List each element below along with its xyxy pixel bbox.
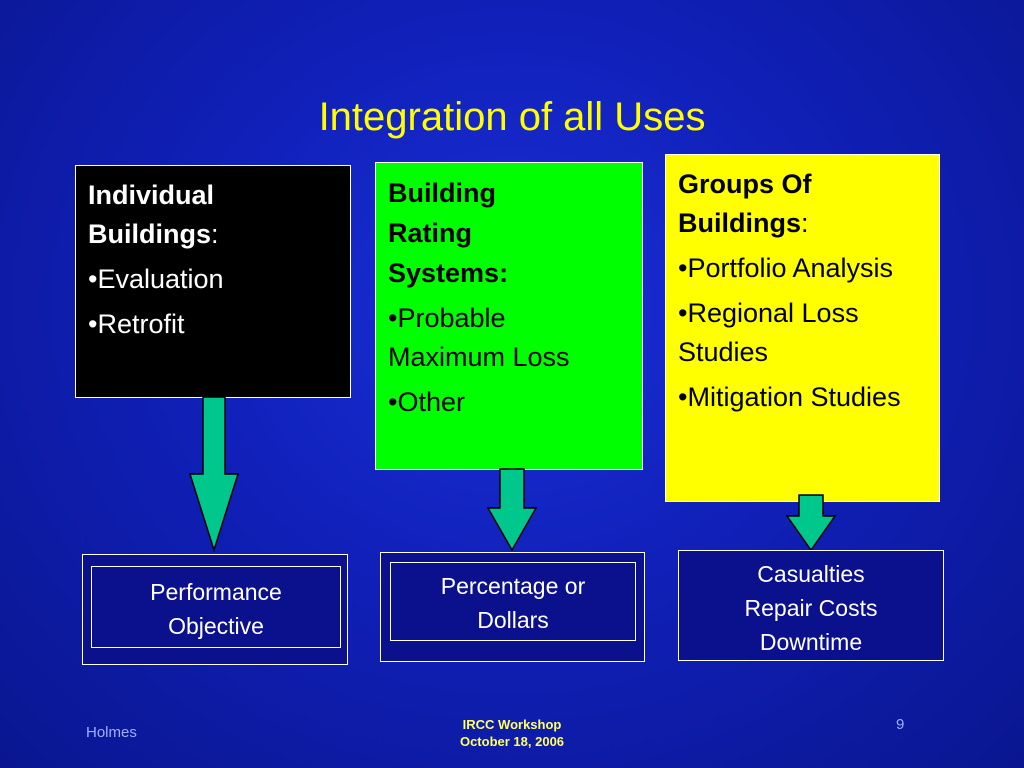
output-inner-box: Percentage or Dollars — [390, 562, 636, 641]
box3-heading-line2: Buildings — [678, 208, 801, 238]
box1-heading: Individual Buildings: — [88, 176, 338, 254]
footer-event: IRCC Workshop October 18, 2006 — [412, 716, 612, 750]
box1-heading-suffix: : — [211, 219, 219, 249]
output-text-performance: Performance Objective — [150, 579, 282, 639]
footer-event-date: October 18, 2006 — [459, 734, 565, 749]
building-rating-systems-box: Building Rating Systems: •Probable Maxim… — [375, 162, 643, 470]
box1-heading-line1: Individual — [88, 180, 215, 210]
slide-title: Integration of all Uses — [318, 95, 706, 139]
output-box-performance: Performance Objective — [82, 554, 348, 665]
arrow-down-icon — [188, 396, 240, 552]
output-text-casualties: Casualties Repair Costs Downtime — [744, 561, 878, 655]
box2-heading: Building Rating Systems: — [388, 173, 630, 293]
box2-item-pml: •Probable Maximum Loss — [388, 303, 570, 372]
footer-author: Holmes — [86, 724, 137, 741]
box2-heading-line3: Systems: — [388, 258, 509, 288]
output-box-percentage: Percentage or Dollars — [380, 552, 645, 662]
box3-heading: Groups Of Buildings: — [678, 165, 927, 243]
box3-heading-line1: Groups Of — [678, 169, 812, 199]
output-inner-box: Performance Objective — [91, 566, 341, 648]
box1-item-evaluation: •Evaluation — [88, 264, 224, 294]
footer-event-name: IRCC Workshop — [462, 717, 562, 732]
box3-item-portfolio: •Portfolio Analysis — [678, 253, 894, 283]
arrow-down-icon — [785, 494, 837, 552]
box2-heading-line1: Building — [388, 178, 496, 208]
box1-item-retrofit: •Retrofit — [88, 309, 185, 339]
individual-buildings-box: Individual Buildings: •Evaluation •Retro… — [75, 165, 351, 398]
box3-item-regional: •Regional Loss Studies — [678, 298, 859, 367]
output-box-casualties: Casualties Repair Costs Downtime — [678, 550, 944, 661]
arrow-down-icon — [486, 468, 538, 552]
box2-item-other: •Other — [388, 387, 465, 417]
output-text-percentage: Percentage or Dollars — [440, 573, 586, 633]
box3-item-mitigation: •Mitigation Studies — [678, 382, 901, 412]
box2-heading-line2: Rating — [388, 218, 472, 248]
groups-of-buildings-box: Groups Of Buildings: •Portfolio Analysis… — [665, 154, 940, 502]
box3-heading-suffix: : — [801, 208, 809, 238]
page-number: 9 — [896, 716, 905, 733]
box1-heading-line2: Buildings — [88, 219, 211, 249]
